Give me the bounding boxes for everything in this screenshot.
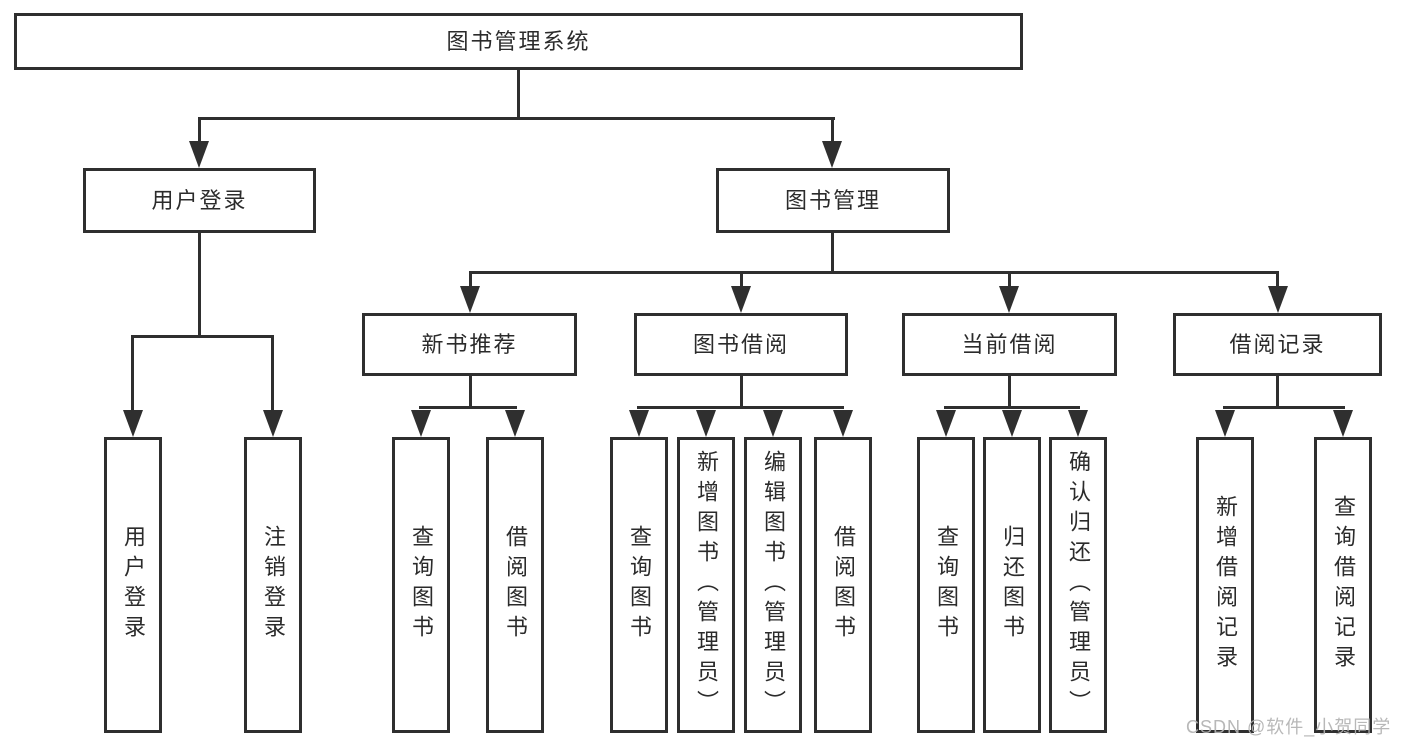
leaf-borrow-books-recommend: 借阅图书 bbox=[486, 437, 544, 733]
arrow-down-icon bbox=[696, 410, 716, 437]
arrow-down-icon bbox=[1068, 410, 1088, 437]
arrow-down-icon bbox=[189, 141, 209, 168]
connector-book-management-down bbox=[831, 232, 834, 272]
connector-drop-logout bbox=[271, 335, 274, 412]
connector-stem-book-management bbox=[831, 117, 834, 144]
leaf-borrow-books: 借阅图书 bbox=[814, 437, 872, 733]
arrow-down-icon bbox=[460, 286, 480, 313]
arrow-down-icon bbox=[999, 286, 1019, 313]
arrow-down-icon bbox=[936, 410, 956, 437]
connector-stem-user-login bbox=[198, 117, 201, 144]
arrow-down-icon bbox=[1333, 410, 1353, 437]
connector-drop-borrow-records bbox=[1276, 271, 1279, 288]
node-book-management: 图书管理 bbox=[716, 168, 950, 233]
arrow-down-icon bbox=[763, 410, 783, 437]
connector-current-borrow-bus bbox=[944, 406, 1080, 409]
connector-user-login-down bbox=[198, 232, 201, 336]
node-root-system: 图书管理系统 bbox=[14, 13, 1023, 70]
arrow-down-icon bbox=[123, 410, 143, 437]
arrow-down-icon bbox=[263, 410, 283, 437]
leaf-return-book: 归还图书 bbox=[983, 437, 1041, 733]
arrow-down-icon bbox=[1002, 410, 1022, 437]
leaf-logout: 注销登录 bbox=[244, 437, 302, 733]
connector-user-login-bus bbox=[131, 335, 274, 338]
leaf-query-books-recommend: 查询图书 bbox=[392, 437, 450, 733]
connector-new-book-down bbox=[469, 375, 472, 407]
leaf-add-borrow-record: 新增借阅记录 bbox=[1196, 437, 1254, 733]
node-current-borrow: 当前借阅 bbox=[902, 313, 1117, 376]
connector-current-borrow-down bbox=[1008, 375, 1011, 407]
leaf-query-borrow-record: 查询借阅记录 bbox=[1314, 437, 1372, 733]
arrow-down-icon bbox=[731, 286, 751, 313]
connector-level2-bus bbox=[198, 117, 835, 120]
arrow-down-icon bbox=[822, 141, 842, 168]
arrow-down-icon bbox=[833, 410, 853, 437]
node-book-borrow: 图书借阅 bbox=[634, 313, 848, 376]
connector-drop-new-book bbox=[469, 271, 472, 288]
connector-drop-current-borrow bbox=[1008, 271, 1011, 288]
leaf-query-books-current: 查询图书 bbox=[917, 437, 975, 733]
leaf-confirm-return-admin: 确认归还（管理员） bbox=[1049, 437, 1107, 733]
connector-level3-bus bbox=[469, 271, 1279, 274]
connector-new-book-bus bbox=[419, 406, 517, 409]
connector-book-borrow-down bbox=[740, 375, 743, 407]
leaf-query-books-borrow: 查询图书 bbox=[610, 437, 668, 733]
arrow-down-icon bbox=[1215, 410, 1235, 437]
node-borrow-records: 借阅记录 bbox=[1173, 313, 1382, 376]
connector-borrow-records-down bbox=[1276, 375, 1279, 407]
connector-book-borrow-bus bbox=[637, 406, 844, 409]
arrow-down-icon bbox=[411, 410, 431, 437]
leaf-user-login: 用户登录 bbox=[104, 437, 162, 733]
leaf-add-book-admin: 新增图书（管理员） bbox=[677, 437, 735, 733]
csdn-watermark: CSDN @软件_小贺同学 bbox=[1186, 717, 1392, 737]
arrow-down-icon bbox=[505, 410, 525, 437]
connector-root-trunk bbox=[517, 70, 520, 119]
node-user-login: 用户登录 bbox=[83, 168, 316, 233]
node-new-book-recommend: 新书推荐 bbox=[362, 313, 577, 376]
leaf-edit-book-admin: 编辑图书（管理员） bbox=[744, 437, 802, 733]
connector-borrow-records-bus bbox=[1223, 406, 1345, 409]
connector-drop-book-borrow bbox=[740, 271, 743, 288]
arrow-down-icon bbox=[629, 410, 649, 437]
connector-drop-login bbox=[131, 335, 134, 412]
arrow-down-icon bbox=[1268, 286, 1288, 313]
